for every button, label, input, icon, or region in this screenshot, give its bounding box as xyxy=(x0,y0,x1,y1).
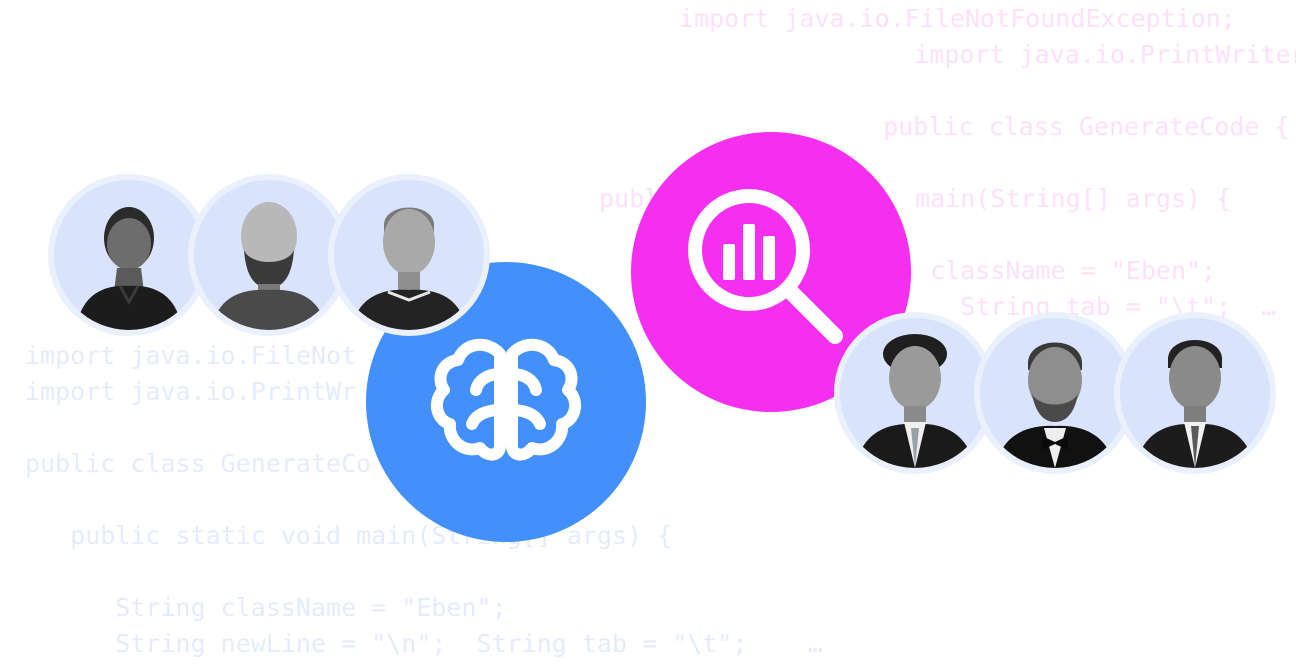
code-line: public class GenerateCo xyxy=(25,449,372,478)
code-line xyxy=(679,73,1296,109)
code-line: g className = "Eben"; xyxy=(900,256,1217,285)
person-photo xyxy=(212,202,326,330)
code-line: import java.io.FileNot xyxy=(25,341,357,370)
avatar xyxy=(974,312,1136,474)
avatar xyxy=(188,174,350,336)
code-line: String className = "Eben"; xyxy=(25,593,507,622)
analytics-search-icon xyxy=(688,189,843,344)
code-line: import java.io.PrintWriter; xyxy=(839,40,1296,69)
brain-icon xyxy=(430,339,582,461)
code-line: import java.io.FileNotFoundException; xyxy=(679,4,1236,33)
person-photo xyxy=(856,334,974,468)
code-snippet-top: import java.io.FileNotFoundException; im… xyxy=(599,1,1296,325)
person-photo xyxy=(352,207,466,330)
person-photo xyxy=(1136,340,1254,468)
person-photo xyxy=(76,207,182,330)
code-line xyxy=(25,554,823,590)
code-line: import java.io.PrintWr xyxy=(25,377,357,406)
avatar xyxy=(48,174,210,336)
avatar xyxy=(834,312,996,474)
code-line: String newLine = "\n"; String tab = "\t"… xyxy=(25,629,823,658)
ai-brain-circle xyxy=(366,262,646,542)
person-photo xyxy=(996,342,1114,468)
code-line: public class GenerateCode { xyxy=(823,112,1290,141)
avatar xyxy=(1114,312,1276,474)
code-line: publ main(String[] args) { xyxy=(599,184,1232,213)
code-snippet-bottom: import java.io.FileNot import java.io.Pri… xyxy=(25,338,823,662)
avatar xyxy=(328,174,490,336)
analytics-circle xyxy=(631,132,911,412)
